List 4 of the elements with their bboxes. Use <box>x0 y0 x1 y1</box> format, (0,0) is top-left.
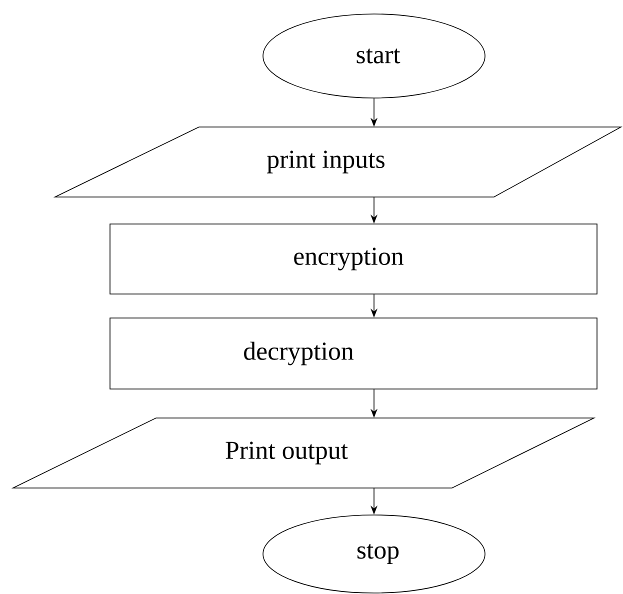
terminal-oval: start <box>262 14 486 98</box>
terminal-oval: stop <box>262 514 486 594</box>
process-box: encryption <box>110 224 598 294</box>
process-box: decryption <box>110 318 598 390</box>
